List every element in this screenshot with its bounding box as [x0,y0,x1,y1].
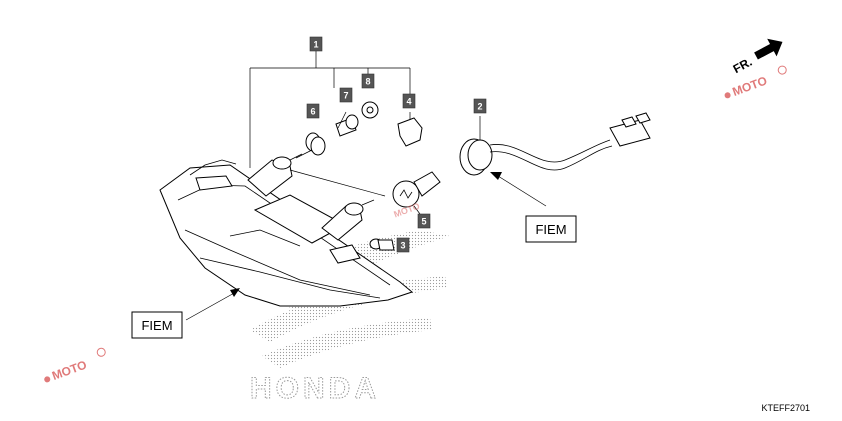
callout-3-number: 3 [400,241,405,251]
fiem-label-socket: FIEM [525,215,577,243]
callout-6: 6 [306,103,320,119]
moto-watermark-top: MOTO [724,65,787,99]
moto-watermark-left-text: MOTO [50,358,88,383]
drawing-code: KTEFF2701 [761,403,810,413]
callout-8-number: 8 [365,77,370,87]
bulb-part [289,169,441,215]
tail-light-housing [159,159,414,307]
fiem-arrow-housing [185,288,240,321]
callout-5: 5 [417,213,431,229]
moto-watermark-left: MOTO [44,347,106,383]
fiem-arrow-socket [490,172,547,207]
callout-8: 8 [361,73,375,89]
screw-part [335,111,359,137]
rear-bulb-socket-lower [321,199,375,241]
callout-7: 7 [339,87,353,103]
callout-5-number: 5 [421,217,426,227]
callout-1: 1 [309,36,323,52]
callout-3: 3 [396,237,410,253]
moto-watermark-top-text: MOTO [730,73,768,98]
fiem-label-socket-text: FIEM [535,222,566,237]
fiem-label-housing: FIEM [131,311,183,339]
callout-2: 2 [473,98,487,114]
callout-7-number: 7 [343,91,348,101]
callout-1-number: 1 [313,40,318,50]
callout-6-number: 6 [310,107,315,117]
callout-1-leader [249,51,411,168]
honda-brand-text: HONDA [250,372,380,405]
front-arrow-icon [754,38,783,60]
grommet-part [295,132,326,159]
socket-cap-part [369,238,395,251]
callout-4-number: 4 [406,97,411,107]
callout-2-number: 2 [477,102,482,112]
socket-wire-harness-part [459,112,651,176]
clip-part [397,112,423,147]
rear-bulb-socket-upper [247,153,303,197]
callout-4: 4 [402,93,416,109]
front-label: FR. [731,55,755,76]
fiem-label-housing-text: FIEM [141,318,172,333]
collar-nut-part [361,101,379,119]
